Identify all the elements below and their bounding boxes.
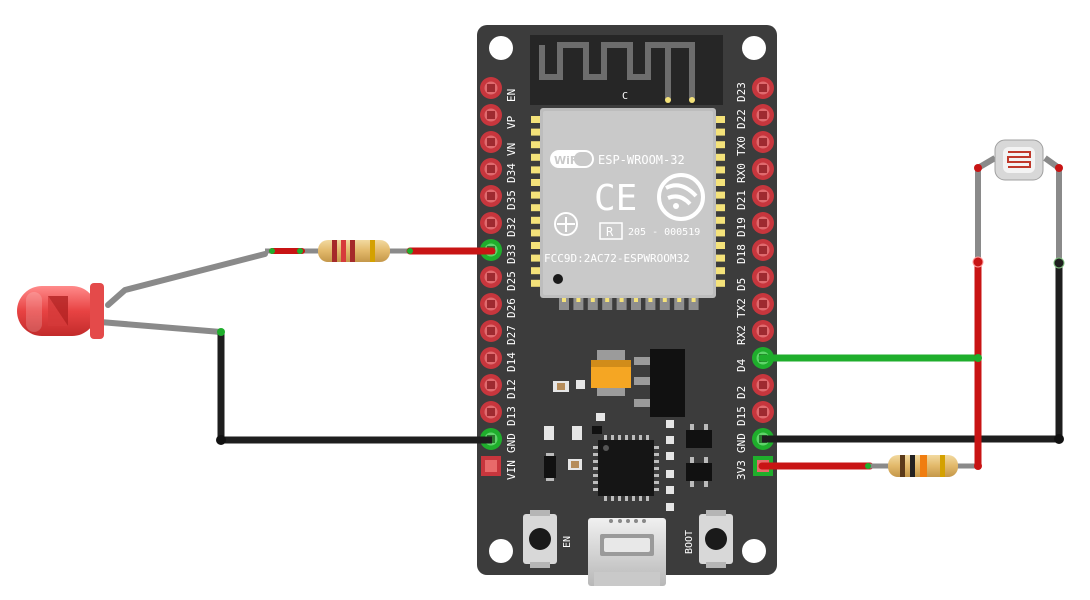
pin-label: D15: [735, 406, 748, 426]
en-button-label: EN: [562, 536, 573, 548]
pin-label: 3V3: [735, 460, 748, 480]
pin-right-rx0[interactable]: [752, 158, 774, 180]
pin-label: D13: [505, 406, 518, 426]
pin-label: D26: [505, 298, 518, 318]
mount-hole: [742, 539, 766, 563]
pin-label: D4: [735, 358, 748, 372]
pin-label: TX0: [735, 136, 748, 156]
red-led: [17, 283, 104, 339]
module-name: ESP-WROOM-32: [598, 153, 685, 167]
pin-label: GND: [735, 433, 748, 453]
pin-left-d27[interactable]: [480, 320, 502, 342]
cert-r: R: [606, 225, 614, 239]
wires: [97, 155, 1065, 470]
pin-left-vin[interactable]: [481, 456, 501, 476]
module-bottom-pads: [559, 298, 699, 310]
pin-right-d18[interactable]: [752, 239, 774, 261]
pin-label: VP: [505, 115, 518, 129]
pin-label: VIN: [505, 460, 518, 480]
pin-label: GND: [505, 433, 518, 453]
pin-left-d26[interactable]: [480, 293, 502, 315]
antenna: C: [530, 35, 723, 105]
pin-right-d21[interactable]: [752, 185, 774, 207]
pin-right-d19[interactable]: [752, 212, 774, 234]
pin-right-d15[interactable]: [752, 401, 774, 423]
cert-number: 205 - 000519: [628, 227, 700, 238]
usb-connector[interactable]: [588, 518, 666, 586]
pin-label: D22: [735, 109, 748, 129]
pin-right-tx2[interactable]: [752, 293, 774, 315]
antenna-mark: C: [622, 91, 628, 102]
pin-label: D27: [505, 325, 518, 345]
pin-left-d32[interactable]: [480, 212, 502, 234]
smd-components: [544, 349, 712, 511]
pin-left-vn[interactable]: [480, 131, 502, 153]
wifi-logo-icon: WiFi: [550, 150, 594, 168]
ce-mark: CE: [594, 178, 637, 219]
pin-label: D35: [505, 190, 518, 210]
pin-label: RX2: [735, 325, 748, 345]
pin-label: D34: [505, 163, 518, 183]
mount-hole: [489, 539, 513, 563]
pin-left-d35[interactable]: [480, 185, 502, 207]
pin-left-d34[interactable]: [480, 158, 502, 180]
esp32-board: C WiFi ESP-WROOM-32 CE: [477, 25, 777, 586]
pin-label: D2: [735, 386, 748, 399]
mount-hole: [742, 36, 766, 60]
module-pads: [531, 116, 725, 287]
boot-button-label: BOOT: [684, 530, 695, 554]
pin-left-vp[interactable]: [480, 104, 502, 126]
espressif-logo-icon: [657, 173, 705, 221]
wroom-module: WiFi ESP-WROOM-32 CE R 205 - 000519 FCC9…: [540, 108, 716, 298]
pin-label: D12: [505, 379, 518, 399]
chip-legs: [593, 435, 659, 501]
pin-label: EN: [505, 89, 518, 102]
pin-label: D23: [735, 82, 748, 102]
telec-mark-icon: [554, 212, 578, 236]
pin1-dot: [553, 274, 563, 284]
pin-label: D14: [505, 352, 518, 372]
pin-label: D19: [735, 217, 748, 237]
pin-label: RX0: [735, 163, 748, 183]
pin-right-tx0[interactable]: [752, 131, 774, 153]
pin-right-d22[interactable]: [752, 104, 774, 126]
pin-left-en[interactable]: [480, 77, 502, 99]
pin-label: TX2: [735, 298, 748, 318]
mount-hole: [489, 36, 513, 60]
pin-right-rx2[interactable]: [752, 320, 774, 342]
pin-label: D33: [505, 244, 518, 264]
wire-black-gnd-left: [217, 332, 492, 444]
pin-left-d14[interactable]: [480, 347, 502, 369]
led-anode-leg: [105, 251, 268, 308]
pin-right-d2[interactable]: [752, 374, 774, 396]
wire-black-gnd-right: [762, 263, 1063, 443]
pin-label: D21: [735, 190, 748, 210]
resistor-led: [318, 240, 390, 262]
pin-left-d25[interactable]: [480, 266, 502, 288]
pin-label: VN: [505, 143, 518, 156]
pin-label: D5: [735, 278, 748, 291]
photoresistor: [994, 139, 1044, 181]
pin-right-d5[interactable]: [752, 266, 774, 288]
pin-label: D18: [735, 244, 748, 264]
led-cathode-leg: [97, 319, 224, 335]
pin-label: D32: [505, 217, 518, 237]
ldr-leg-left: [975, 155, 997, 262]
svg-text:WiFi: WiFi: [554, 154, 581, 167]
boot-button[interactable]: [699, 510, 733, 568]
pin-label: D25: [505, 271, 518, 291]
fcc-id: FCC9D:2AC72-ESPWROOM32: [544, 252, 690, 265]
pin-left-d12[interactable]: [480, 374, 502, 396]
en-button[interactable]: [523, 510, 557, 568]
ldr-leg-right: [1043, 155, 1062, 263]
pin-right-d23[interactable]: [752, 77, 774, 99]
resistor-ldr: [888, 455, 958, 477]
pin-left-d13[interactable]: [480, 401, 502, 423]
